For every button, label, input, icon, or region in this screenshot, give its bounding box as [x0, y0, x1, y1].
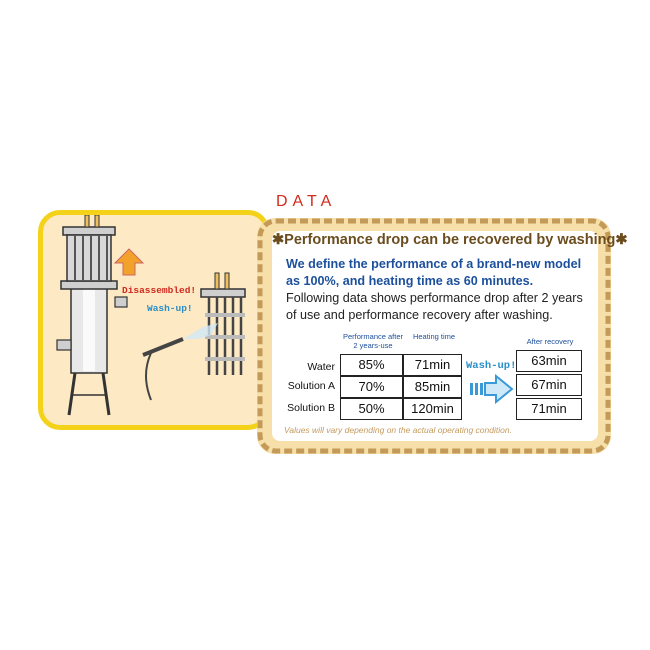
illustration-panel [38, 210, 270, 430]
row-label-water: Water [307, 361, 335, 373]
col-header-performance: Performance after 2 years-use [342, 332, 404, 350]
cell-solution-a-after: 67min [516, 374, 582, 396]
cell-water-after: 63min [516, 350, 582, 372]
cell-solution-b-perf: 50% [340, 398, 403, 420]
data-title: DATA [276, 193, 337, 210]
col-header-after: After recovery [526, 337, 574, 346]
footnote: Values will vary depending on the actual… [284, 425, 512, 435]
intro-bold-text: We define the performance of a brand-new… [286, 257, 582, 288]
row-label-solution-a: Solution A [287, 380, 335, 392]
cell-solution-b-after: 71min [516, 398, 582, 420]
cell-solution-a-perf: 70% [340, 376, 403, 398]
panel-headline: ✱Performance drop can be recovered by wa… [272, 232, 628, 248]
cell-solution-b-heat: 120min [403, 398, 462, 420]
wash-up-label: Wash-up! [466, 360, 517, 372]
heater-illustration [56, 215, 246, 416]
up-arrow-icon [113, 248, 145, 276]
disassembled-label: Disassembled! [122, 285, 197, 296]
col-header-heating: Heating time [412, 332, 456, 341]
cell-water-perf: 85% [340, 354, 403, 376]
right-arrow-icon [470, 374, 514, 404]
cell-water-heat: 71min [403, 354, 462, 376]
intro-text: Following data shows performance drop af… [286, 291, 583, 322]
wash-up-small-label: Wash-up! [147, 303, 193, 314]
spray-gun-icon [142, 323, 218, 401]
heater-element [200, 272, 246, 375]
row-label-solution-b: Solution B [287, 402, 335, 414]
cell-solution-a-heat: 85min [403, 376, 462, 398]
heater-housing [56, 215, 128, 416]
